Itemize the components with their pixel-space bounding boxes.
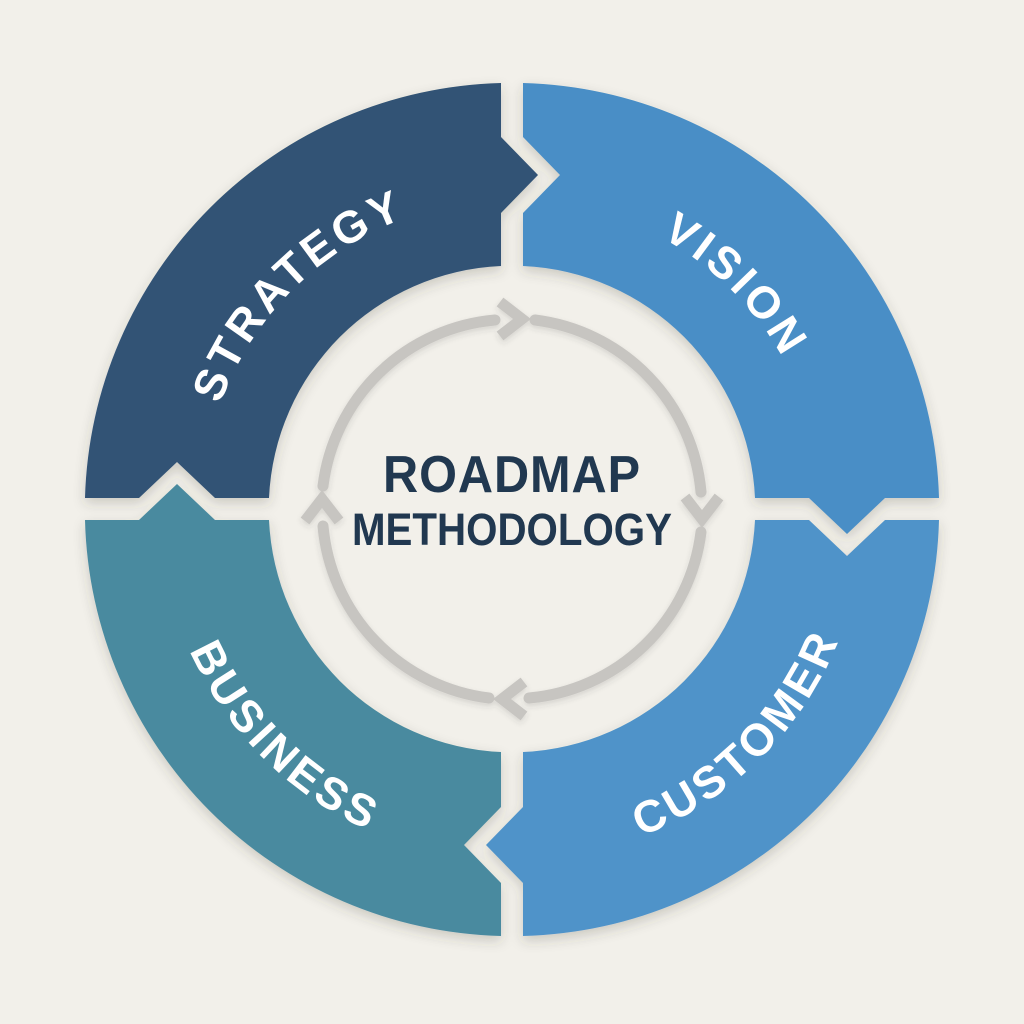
center-title-line2: METHODOLOGY [352, 504, 672, 555]
cycle-arc-bottom-to-left [317, 520, 495, 704]
cycle-arc-left-to-top [317, 314, 501, 492]
cycle-arrowhead-left-icon [300, 490, 344, 525]
cycle-arrows [300, 297, 724, 721]
segment-strategy [85, 83, 538, 498]
cycle-arc-right-to-bottom [523, 526, 707, 704]
ring-segments [85, 83, 939, 936]
segment-vision [523, 83, 939, 534]
cycle-arc-top-to-right [529, 314, 707, 498]
cycle-arrowhead-top-icon [496, 297, 531, 341]
segment-customer [486, 520, 939, 936]
segment-business [85, 484, 501, 936]
cycle-arrowhead-right-icon [680, 493, 724, 528]
center-title-line1: ROADMAP [383, 446, 641, 504]
cycle-arrowhead-bottom-icon [493, 677, 528, 721]
